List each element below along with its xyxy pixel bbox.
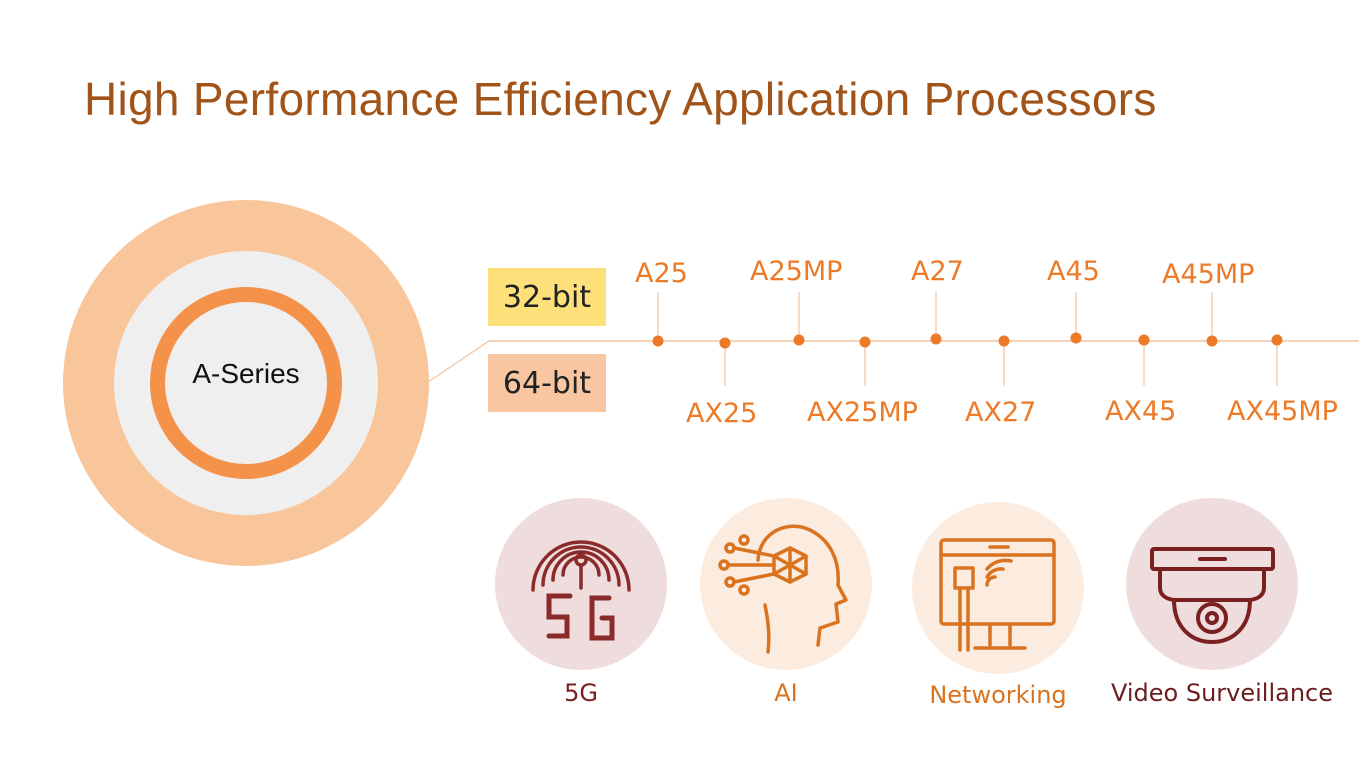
app-label-video-surveillance: Video Surveillance	[1110, 679, 1334, 707]
marker-64-1	[719, 337, 731, 349]
marker-64-2	[859, 336, 871, 348]
processor-ax45: AX45	[1105, 396, 1177, 427]
marker-32-1	[652, 335, 664, 347]
page-title: High Performance Efficiency Application …	[84, 73, 1157, 125]
processor-ax45mp: AX45MP	[1227, 396, 1338, 427]
ai-circle	[700, 498, 872, 670]
network-monitor-icon	[939, 538, 1056, 652]
64-bit-badge: 64-bit	[488, 354, 606, 412]
networking-circle	[912, 502, 1084, 674]
app-label-ai: AI	[774, 679, 798, 707]
marker-32-3	[930, 333, 942, 345]
32-bit-badge: 32-bit	[488, 268, 606, 326]
processor-ax25mp: AX25MP	[807, 397, 918, 428]
processor-ax27: AX27	[965, 397, 1037, 428]
5g-signal-icon	[531, 540, 631, 641]
processor-a27: A27	[911, 256, 964, 287]
marker-32-5	[1206, 335, 1218, 347]
app-label-5g: 5G	[564, 679, 598, 707]
processor-a25: A25	[635, 258, 688, 289]
processor-ax25: AX25	[686, 398, 758, 429]
surveillance-circle	[1126, 498, 1298, 670]
app-label-networking: Networking	[929, 681, 1067, 709]
timeline-marks	[652, 292, 1283, 386]
marker-32-4	[1070, 332, 1082, 344]
processor-a45mp: A45MP	[1162, 259, 1255, 290]
ai-head-icon	[718, 524, 848, 654]
processor-a45: A45	[1047, 256, 1100, 287]
marker-64-3	[998, 335, 1010, 347]
processor-a25mp: A25MP	[750, 256, 843, 287]
connector-line	[427, 340, 490, 383]
marker-64-4	[1138, 334, 1150, 346]
center-disc	[165, 302, 327, 464]
series-label: A-Series	[192, 358, 300, 389]
marker-32-2	[793, 334, 805, 346]
marker-64-5	[1271, 334, 1283, 346]
security-camera-icon	[1150, 547, 1275, 644]
